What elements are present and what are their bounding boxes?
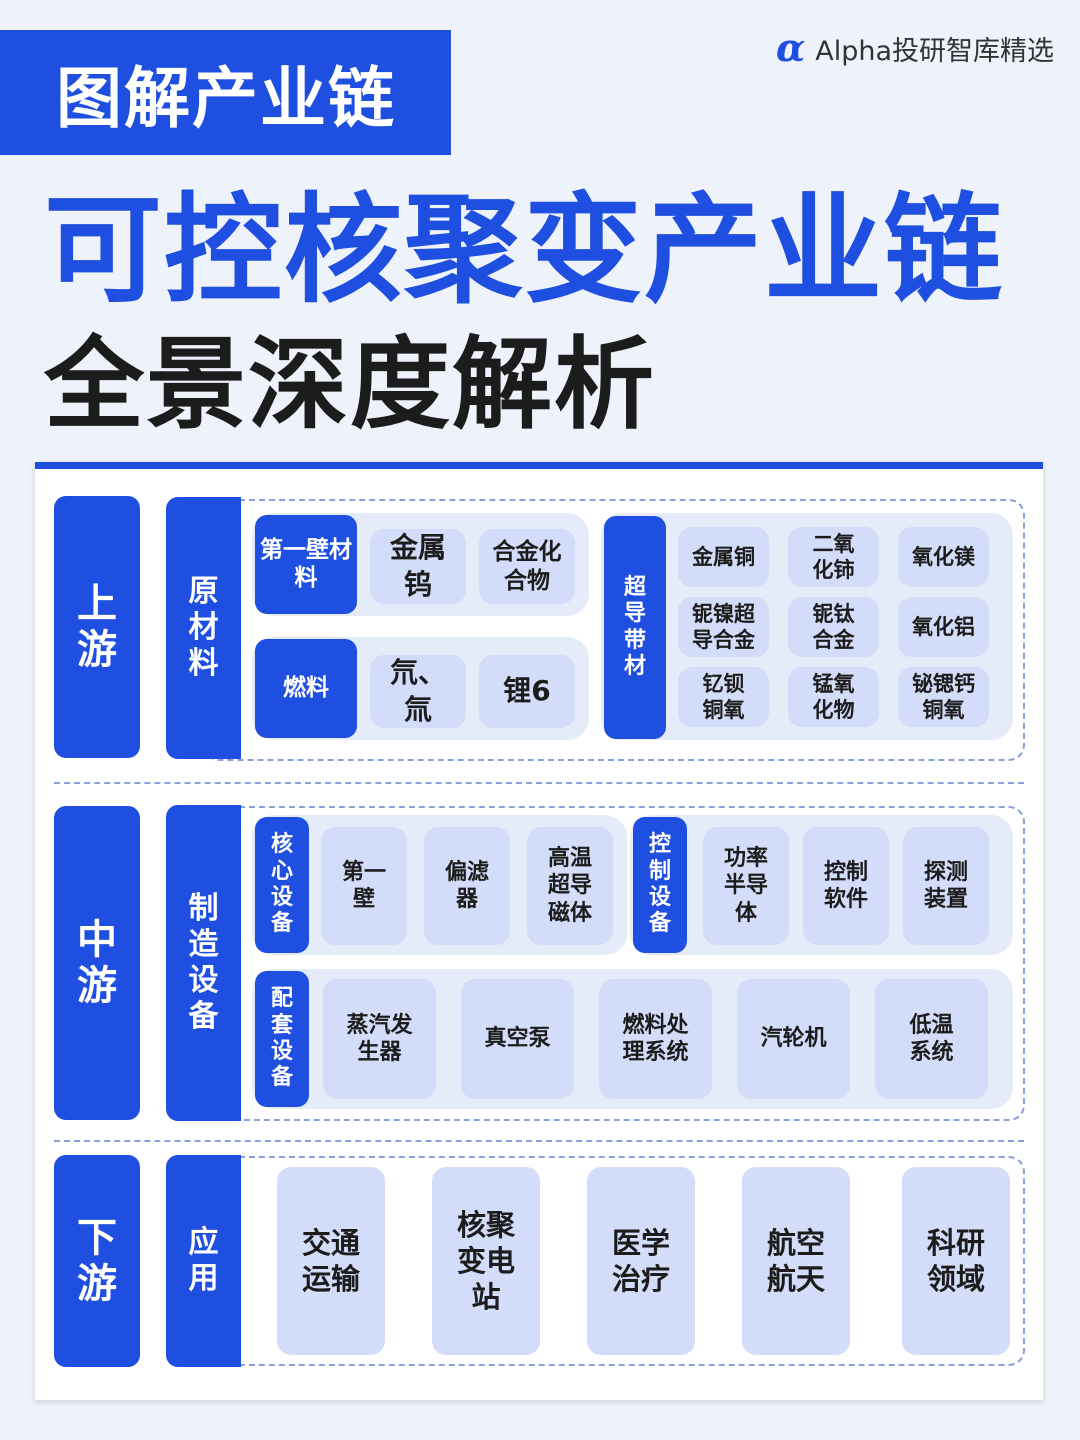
stage-midstream-label: 中游 bbox=[77, 917, 117, 1009]
stage-downstream-label: 下游 bbox=[77, 1215, 117, 1307]
cell-divertor: 偏滤器 bbox=[424, 827, 510, 945]
cell-scientific-research: 科研领域 bbox=[902, 1167, 1010, 1355]
label-core-equipment: 核心设备 bbox=[255, 817, 309, 953]
cell-ybco: 钇钡铜氧 bbox=[678, 667, 769, 727]
label-auxiliary-equipment: 配套设备 bbox=[255, 971, 309, 1107]
cell-steam-generator-text: 蒸汽发生器 bbox=[346, 1012, 413, 1066]
category-applications: 应用 bbox=[166, 1155, 241, 1367]
cell-tungsten: 金属钨 bbox=[370, 529, 466, 604]
cell-cerium-dioxide-text: 二氧化铈 bbox=[812, 531, 855, 582]
cell-vacuum-pump: 真空泵 bbox=[461, 979, 574, 1099]
cell-scientific-research-text: 科研领域 bbox=[926, 1225, 985, 1296]
brand: α Alpha投研智库精选 bbox=[776, 28, 1054, 68]
cell-control-software: 控制软件 bbox=[803, 827, 889, 945]
page-title: 可控核聚变产业链 bbox=[44, 181, 1005, 319]
cell-transportation: 交通运输 bbox=[277, 1167, 385, 1355]
label-superconductor: 超导带材 bbox=[604, 516, 666, 739]
cell-manganese-oxide-text: 锰氧化物 bbox=[812, 671, 855, 722]
label-first-wall-text: 第一壁材料 bbox=[260, 536, 352, 591]
cell-transportation-text: 交通运输 bbox=[301, 1225, 360, 1296]
cell-hts-magnet: 高温超导磁体 bbox=[527, 827, 613, 945]
cell-bscco: 铋锶钙铜氧 bbox=[898, 667, 989, 727]
cell-medical-treatment: 医学治疗 bbox=[587, 1167, 695, 1355]
cell-detection-device: 探测装置 bbox=[903, 827, 989, 945]
cell-magnesium-oxide: 氧化镁 bbox=[898, 527, 989, 587]
label-control-equipment-text: 控制设备 bbox=[648, 832, 671, 937]
stage-upstream-label: 上游 bbox=[77, 581, 117, 673]
cell-medical-treatment-text: 医学治疗 bbox=[611, 1225, 670, 1296]
cell-nbni-alloy-text: 铌镍超导合金 bbox=[692, 601, 755, 652]
cell-fusion-power-plant: 核聚变电站 bbox=[432, 1167, 540, 1355]
cell-nbti-alloy: 铌钛合金 bbox=[788, 597, 879, 657]
page-subtitle: 全景深度解析 bbox=[44, 326, 656, 443]
cell-cerium-dioxide: 二氧化铈 bbox=[788, 527, 879, 587]
cell-copper-text: 金属铜 bbox=[692, 544, 755, 569]
category-applications-label: 应用 bbox=[188, 1225, 219, 1296]
label-first-wall: 第一壁材料 bbox=[255, 515, 357, 614]
header-tag: 图解产业链 bbox=[0, 30, 451, 155]
cell-hts-magnet-text: 高温超导磁体 bbox=[547, 845, 592, 926]
cell-manganese-oxide: 锰氧化物 bbox=[788, 667, 879, 727]
cell-divertor-text: 偏滤器 bbox=[444, 859, 489, 913]
category-manufacturing-label: 制造设备 bbox=[188, 891, 219, 1034]
cell-fuel-processing-text: 燃料处理系统 bbox=[622, 1012, 689, 1066]
cell-cryogenic-system-text: 低温系统 bbox=[909, 1012, 954, 1066]
cell-steam-generator: 蒸汽发生器 bbox=[323, 979, 436, 1099]
cell-alloy-compound: 合金化合物 bbox=[479, 529, 575, 604]
divider-midstream-downstream bbox=[54, 1140, 1024, 1142]
brand-name: Alpha投研智库精选 bbox=[815, 35, 1054, 67]
cell-steam-turbine-text: 汽轮机 bbox=[760, 1026, 827, 1052]
label-core-equipment-text: 核心设备 bbox=[270, 832, 293, 937]
cell-control-software-text: 控制软件 bbox=[823, 859, 868, 913]
cell-fusion-power-plant-text: 核聚变电站 bbox=[456, 1207, 515, 1315]
cell-detection-device-text: 探测装置 bbox=[923, 859, 968, 913]
category-raw-materials: 原材料 bbox=[166, 497, 241, 759]
cell-fuel-processing: 燃料处理系统 bbox=[599, 979, 712, 1099]
label-fuel: 燃料 bbox=[255, 639, 357, 738]
cell-alumina: 氧化铝 bbox=[898, 597, 989, 657]
alpha-logo-icon: α bbox=[775, 25, 806, 70]
label-control-equipment: 控制设备 bbox=[633, 817, 687, 953]
cell-power-semiconductor: 功率半导体 bbox=[703, 827, 789, 945]
cell-alloy-compound-text: 合金化合物 bbox=[492, 538, 562, 594]
stage-upstream: 上游 bbox=[54, 496, 140, 758]
cell-lithium-6: 锂6 bbox=[479, 655, 575, 728]
cell-aerospace: 航空航天 bbox=[742, 1167, 850, 1355]
cell-steam-turbine: 汽轮机 bbox=[737, 979, 850, 1099]
cell-alumina-text: 氧化铝 bbox=[912, 614, 975, 639]
cell-aerospace-text: 航空航天 bbox=[766, 1225, 825, 1296]
cell-nbti-alloy-text: 铌钛合金 bbox=[812, 601, 855, 652]
label-auxiliary-equipment-text: 配套设备 bbox=[270, 986, 293, 1091]
stage-downstream: 下游 bbox=[54, 1155, 140, 1367]
cell-power-semiconductor-text: 功率半导体 bbox=[723, 845, 768, 926]
cell-magnesium-oxide-text: 氧化镁 bbox=[912, 544, 975, 569]
category-manufacturing: 制造设备 bbox=[166, 805, 241, 1121]
cell-bscco-text: 铋锶钙铜氧 bbox=[912, 671, 975, 722]
label-superconductor-text: 超导带材 bbox=[623, 574, 646, 679]
cell-deuterium-tritium: 氘、氚 bbox=[370, 655, 466, 728]
cell-nbni-alloy: 铌镍超导合金 bbox=[678, 597, 769, 657]
stage-midstream: 中游 bbox=[54, 806, 140, 1120]
cell-ybco-text: 钇钡铜氧 bbox=[702, 671, 745, 722]
cell-cryogenic-system: 低温系统 bbox=[875, 979, 988, 1099]
cell-first-wall-text: 第一壁 bbox=[341, 859, 386, 913]
cell-first-wall: 第一壁 bbox=[321, 827, 407, 945]
cell-vacuum-pump-text: 真空泵 bbox=[484, 1026, 551, 1052]
cell-copper: 金属铜 bbox=[678, 527, 769, 587]
divider-upstream-midstream bbox=[54, 782, 1024, 784]
industry-chain-panel: 上游 原材料 第一壁材料 金属钨 合金化合物 燃料 氘、氚 锂6 超导带材 金属… bbox=[35, 462, 1043, 1400]
category-raw-materials-label: 原材料 bbox=[188, 574, 219, 681]
